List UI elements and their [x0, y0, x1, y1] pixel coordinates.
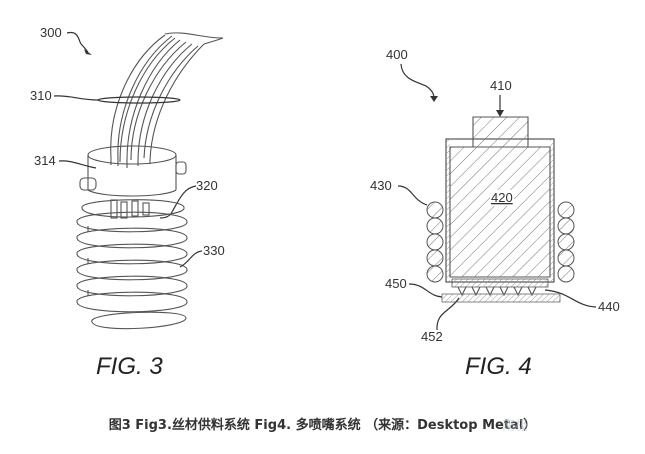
- substrate-450: [441, 293, 561, 303]
- ref-452: 452: [421, 329, 443, 344]
- figure-caption: 图3 Fig3.丝材供料系统 Fig4. 多喷嘴系统 （来源：Desktop M…: [108, 418, 537, 433]
- ref-440-leader: [544, 289, 597, 308]
- ref-440: 440: [598, 299, 620, 314]
- ref-400-arrowhead: [430, 96, 438, 102]
- fig4-title: FIG. 4: [465, 353, 532, 380]
- nozzle-row-440: [451, 278, 549, 297]
- nozzle-pins: [110, 199, 150, 219]
- ref-450-leader: [408, 283, 443, 298]
- hub-314: [79, 145, 187, 197]
- ref-314: 314: [34, 153, 56, 168]
- ref-310: 310: [30, 88, 52, 103]
- ref-330: 330: [203, 243, 225, 258]
- fig4-drawing: 400 410 420 430: [370, 47, 620, 380]
- coil-cross-sections-430: [426, 201, 575, 283]
- fig3-drawing: 300 310 314: [30, 25, 225, 380]
- ref-300-leader: [66, 31, 89, 53]
- ref-300-arrowhead: [84, 49, 92, 55]
- ref-450: 450: [385, 276, 407, 291]
- ref-410: 410: [490, 78, 512, 93]
- ref-310-leader: [53, 95, 99, 101]
- ref-400-leader: [400, 63, 435, 99]
- ref-420: 420: [491, 190, 513, 205]
- ref-452-leader: [436, 297, 460, 331]
- ref-400: 400: [386, 47, 408, 62]
- ref-430-leader: [397, 185, 428, 206]
- ref-320: 320: [196, 178, 218, 193]
- heating-coil-330: [76, 199, 188, 330]
- ref-320-leader: [159, 185, 197, 219]
- watermark: 南极: [502, 419, 529, 434]
- fig3-title: FIG. 3: [96, 353, 163, 380]
- bundle-band-ellipse: [97, 96, 181, 104]
- ref-410-arrowhead: [496, 110, 504, 117]
- ref-330-leader: [179, 250, 203, 268]
- ref-314-leader: [58, 160, 97, 169]
- filament-bundle: [110, 32, 224, 165]
- ref-300: 300: [40, 25, 62, 40]
- ref-430: 430: [370, 178, 392, 193]
